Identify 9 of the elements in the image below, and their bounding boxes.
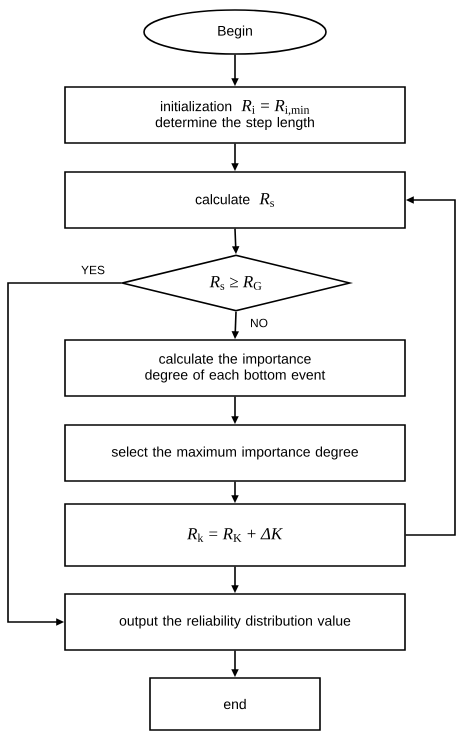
edge-label: NO [249, 318, 269, 328]
process-box: calculate the importance degree of each bottom event [64, 339, 406, 397]
end-box: end [149, 677, 321, 731]
process-box: calculate R$_{s}$ [64, 171, 406, 229]
edge-label: YES [80, 264, 106, 276]
process-box: initialization R$_{i}$ = R$_{i,min}$ determine the step length [64, 86, 406, 144]
process-box: select the maximum importance degree [64, 424, 406, 482]
process-box: output the reliability distribution value [64, 593, 406, 651]
process-box: R$_{k}$ = R$_{K}$ + ΔK [64, 503, 406, 567]
